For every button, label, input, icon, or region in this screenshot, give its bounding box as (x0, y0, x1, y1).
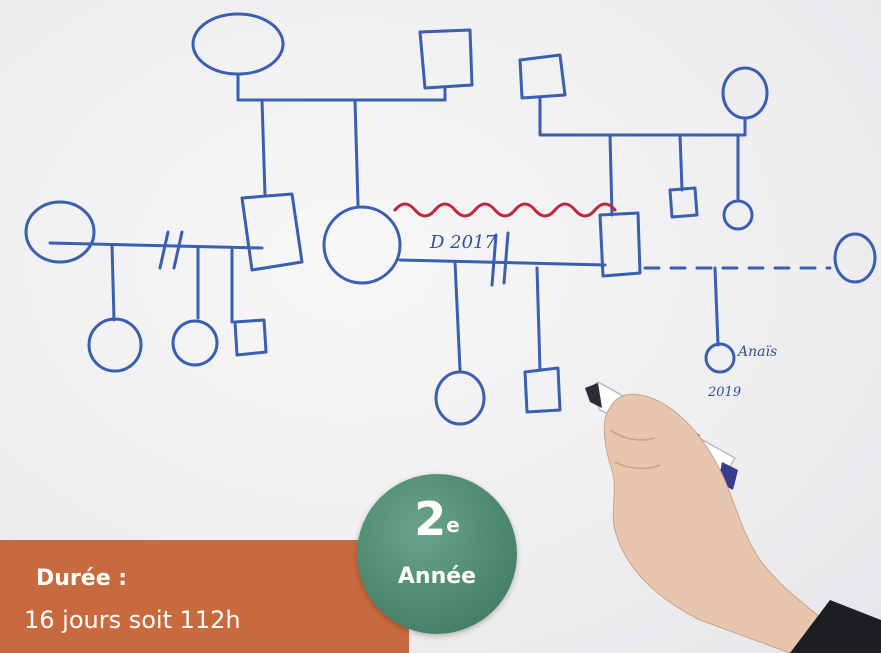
grandfather-right-square (518, 53, 567, 100)
aunt-circle (722, 199, 754, 231)
child-center-circle (434, 370, 486, 426)
child3-square (233, 318, 268, 357)
father-center-square (598, 211, 642, 278)
year-label: Année (397, 564, 477, 589)
hand-with-marker-illustration (585, 381, 881, 653)
father-left-square (240, 192, 304, 272)
child2-circle (171, 319, 219, 367)
year-badge: 2e Année (357, 474, 517, 634)
uncle-square (668, 186, 699, 219)
conflict-wavy-line (393, 202, 617, 218)
child-center-square (523, 366, 562, 414)
duration-label: Durée : (36, 566, 128, 591)
ex-partner-circle (24, 200, 96, 264)
grandmother-right-circle (721, 66, 769, 120)
duration-panel: Durée : 16 jours soit 112h (0, 540, 409, 653)
mother-large-circle (322, 205, 402, 285)
anais-year: 2019 (707, 385, 741, 400)
divorce-annotation: D 2017 (429, 232, 497, 253)
new-partner-circle (833, 232, 877, 284)
grandfather-square (418, 28, 474, 90)
anais-circle (704, 342, 736, 374)
child1-circle (87, 317, 143, 373)
grandmother-circle (191, 12, 285, 76)
grandparents-line (236, 72, 447, 102)
year-suffix: e (446, 513, 460, 537)
anais-label: Anaïs (736, 344, 777, 360)
year-number: 2e (414, 492, 460, 546)
duration-value: 16 jours soit 112h (24, 606, 241, 634)
